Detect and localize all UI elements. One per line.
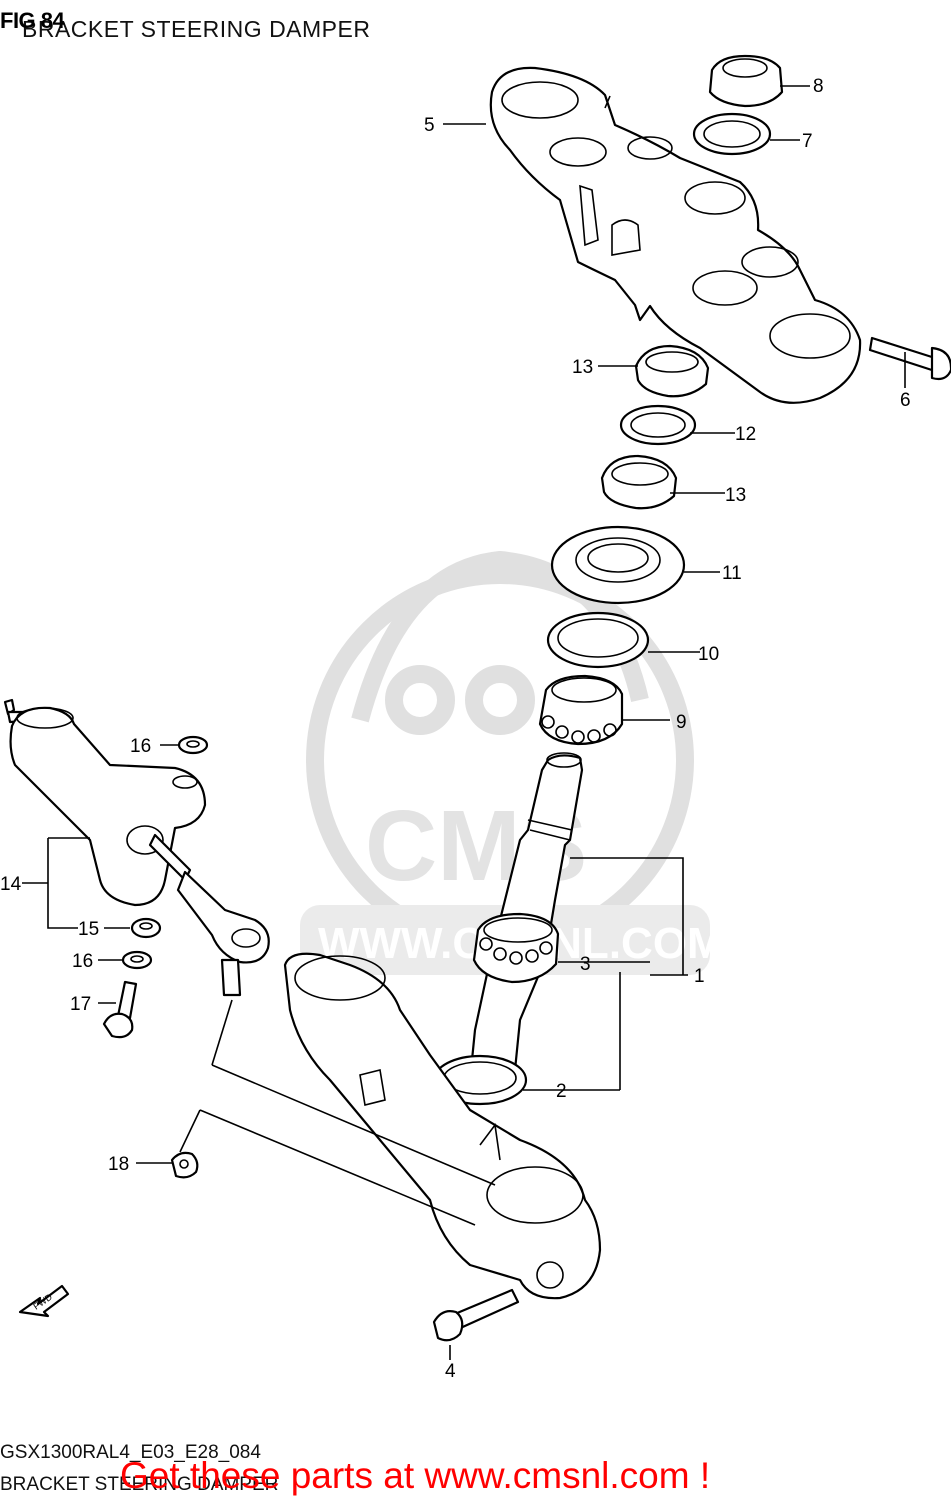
part-15-bush[interactable]: [130, 917, 162, 939]
part-13-lock-nut-upper[interactable]: [634, 344, 710, 398]
callout-2[interactable]: 2: [556, 1081, 567, 1102]
part-3-lower-bearing[interactable]: [472, 912, 560, 984]
part-13-lock-nut-lower[interactable]: [600, 454, 678, 510]
callout-12[interactable]: 12: [735, 424, 756, 445]
callout-17[interactable]: 17: [70, 994, 91, 1015]
part-4-bolt[interactable]: [432, 1288, 520, 1342]
callout-7[interactable]: 7: [802, 131, 813, 152]
callout-13-upper[interactable]: 13: [572, 357, 593, 378]
callout-9[interactable]: 9: [676, 712, 687, 733]
figure-title: BRACKET STEERING DAMPER: [22, 16, 371, 42]
part-16-washer-top[interactable]: [177, 735, 209, 755]
part-16-washer-bottom[interactable]: [121, 950, 153, 970]
leader-lines: [22, 85, 906, 1360]
callout-4[interactable]: 4: [445, 1361, 456, 1382]
figure-number: FIG 84: [0, 8, 65, 33]
lower-bracket[interactable]: [283, 952, 602, 1300]
get-parts-link[interactable]: Get these parts at www.cmsnl.com !: [120, 1455, 711, 1496]
callout-1[interactable]: 1: [694, 966, 705, 987]
footer-page-name: BRACKET STEERING DAMPER: [0, 1474, 279, 1495]
part-10-seal[interactable]: [546, 611, 650, 669]
callout-5[interactable]: 5: [424, 115, 435, 136]
callouts: 1 2 3 4 5 6 7 8 9 10 11 12 13 13 14 15 1…: [0, 76, 911, 1382]
part-5-upper-bracket[interactable]: [489, 66, 862, 404]
part-11-dust-seal[interactable]: [550, 525, 686, 605]
callout-15[interactable]: 15: [78, 919, 99, 940]
callout-16-top[interactable]: 16: [130, 736, 151, 757]
callout-13-lower[interactable]: 13: [725, 485, 746, 506]
callout-18[interactable]: 18: [108, 1154, 129, 1175]
part-7-washer[interactable]: [692, 112, 772, 156]
callout-3[interactable]: 3: [580, 954, 591, 975]
part-6-bolt[interactable]: [868, 336, 951, 381]
callout-6[interactable]: 6: [900, 390, 911, 411]
model-code: GSX1300RAL4_E03_E28_084: [0, 1442, 261, 1463]
callout-16-bottom[interactable]: 16: [72, 951, 93, 972]
part-12-lock-washer[interactable]: [619, 404, 697, 446]
part-14-steering-damper[interactable]: [3, 698, 270, 997]
callout-14[interactable]: 14: [0, 874, 22, 895]
callout-8[interactable]: 8: [813, 76, 824, 97]
part-18-nut[interactable]: [170, 1151, 199, 1179]
part-9-upper-bearing[interactable]: [538, 674, 624, 746]
part-8-steering-stem-nut[interactable]: [708, 54, 784, 108]
part-17-bolt[interactable]: [102, 980, 138, 1039]
fwd-arrow-icon: FWD: [18, 1284, 70, 1318]
callout-10[interactable]: 10: [698, 644, 719, 665]
callout-11[interactable]: 11: [722, 563, 742, 584]
